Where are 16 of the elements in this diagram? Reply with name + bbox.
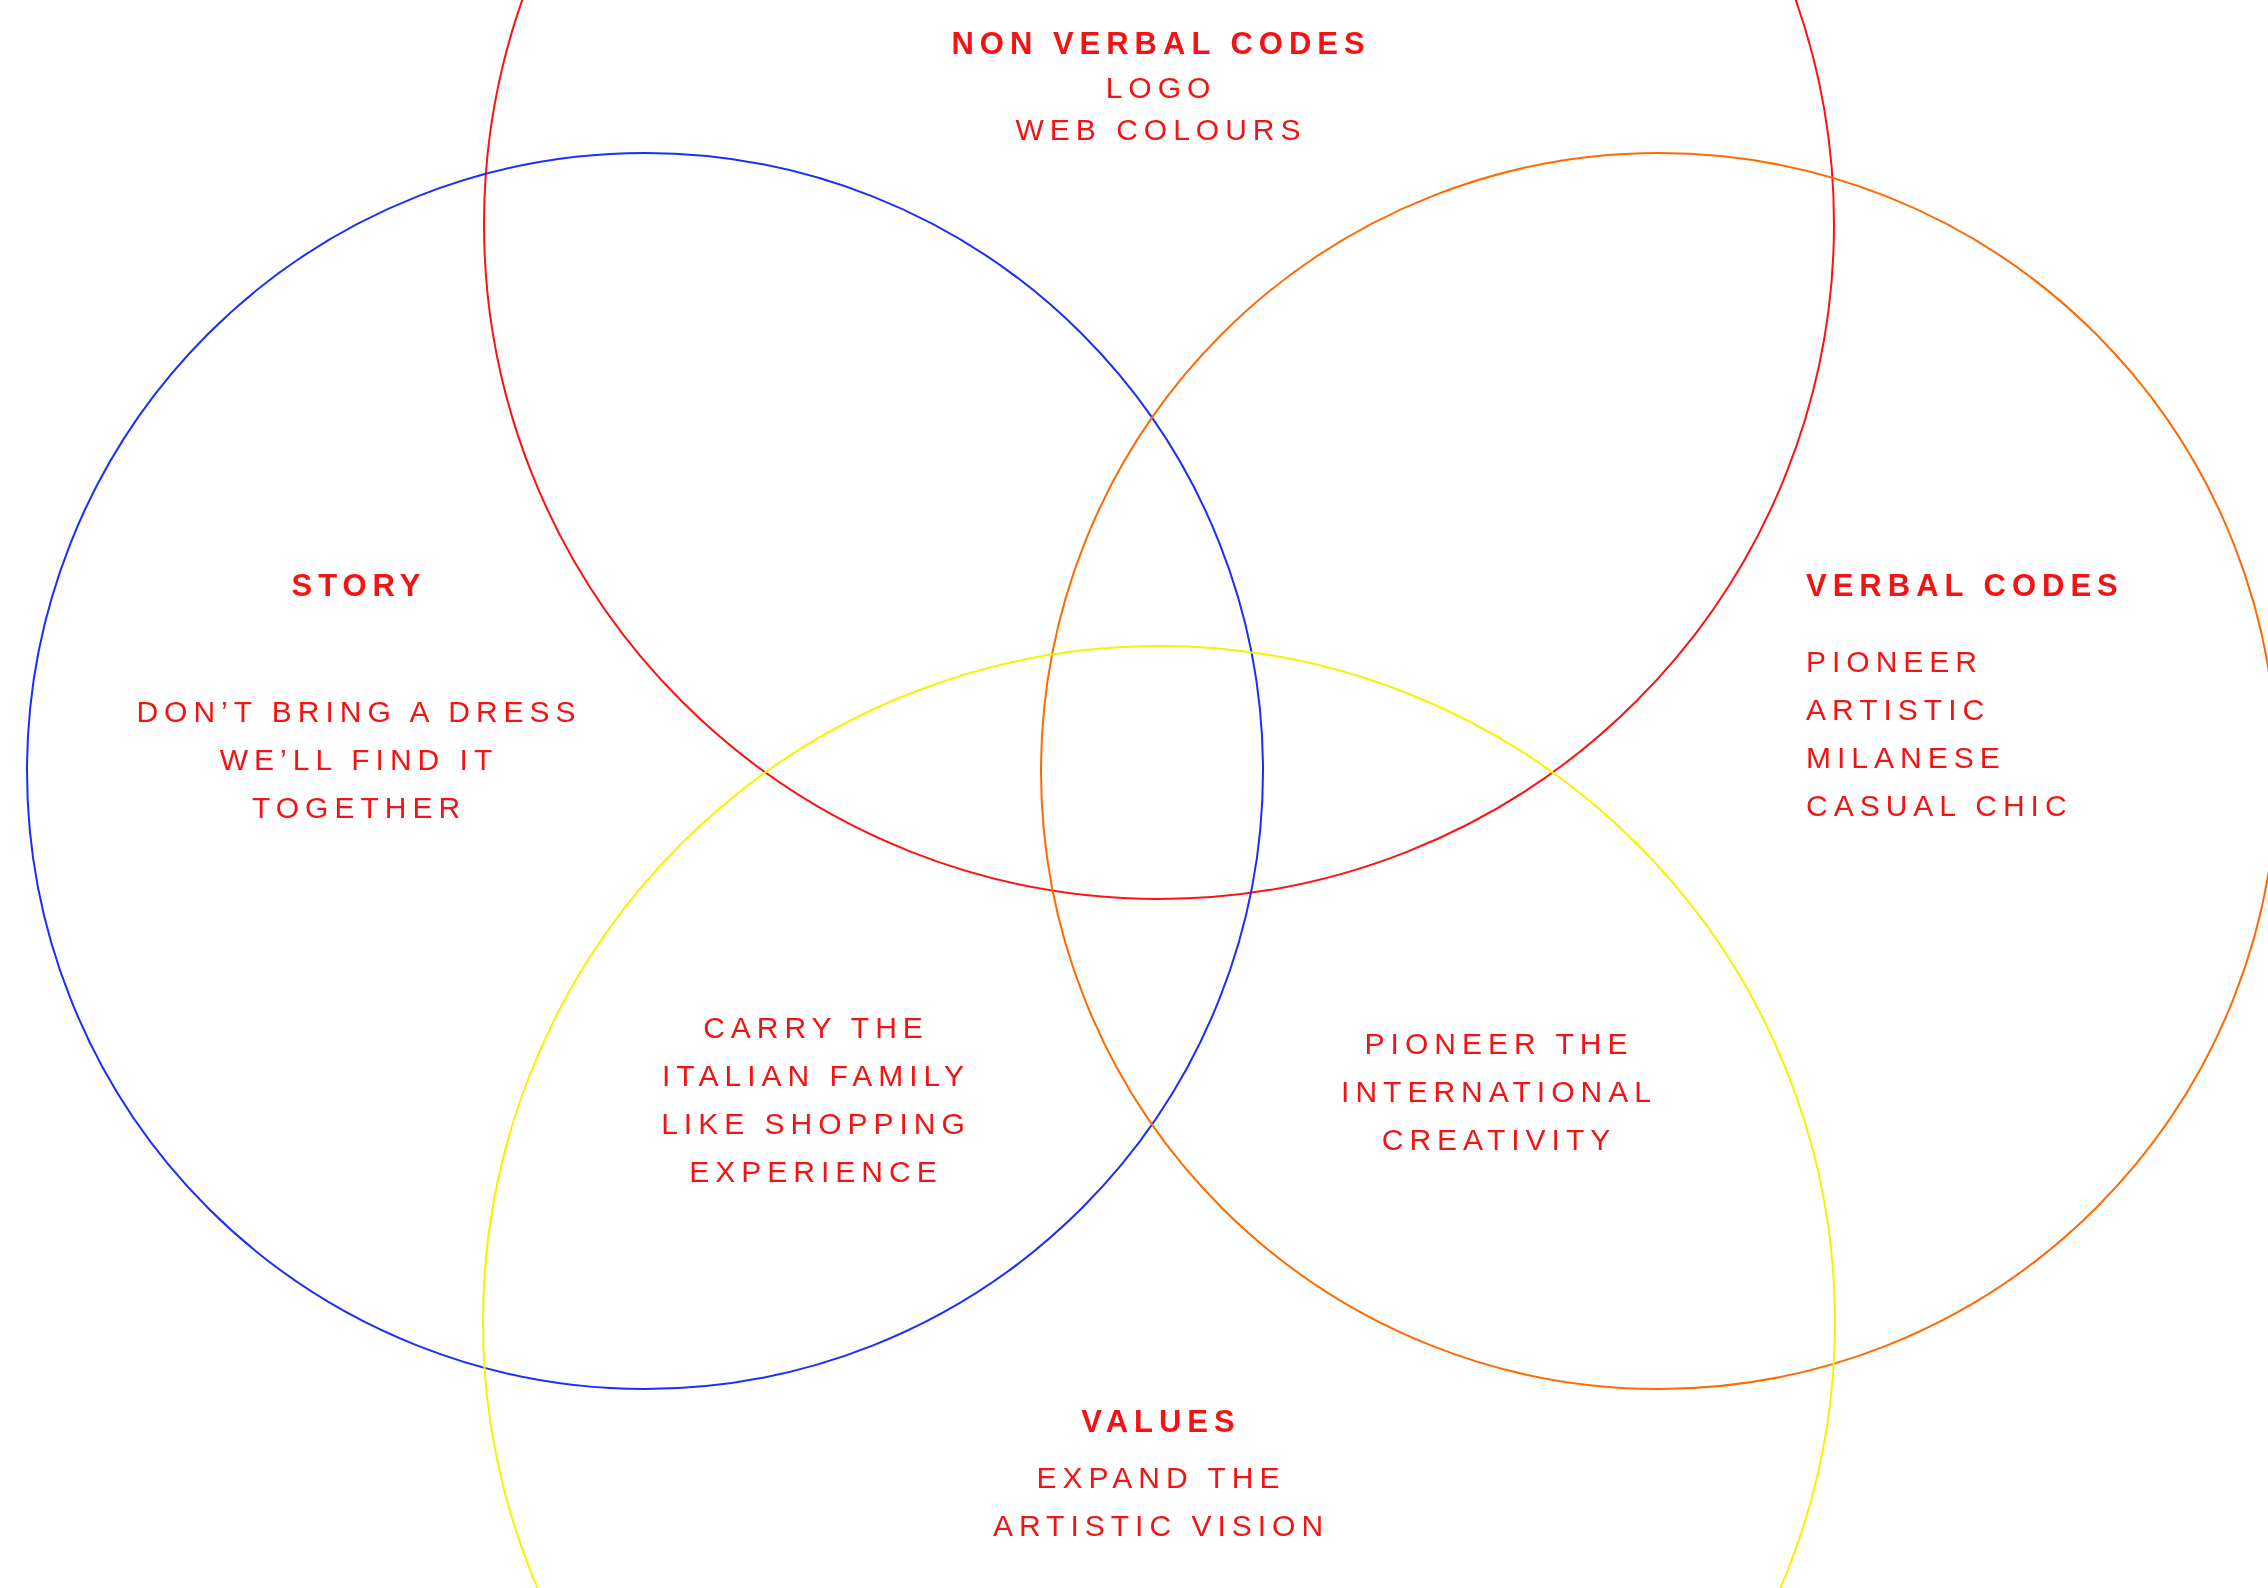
circle-text: WEB COLOURS [1014,112,1308,148]
circle-text: CASUAL CHIC [1806,788,2074,824]
circle-heading: VALUES [1080,1403,1242,1441]
circle-text: DON’T BRING A DRESS WE’LL FIND IT TOGETHER [135,694,583,826]
overlap-text: CARRY THE ITALIAN FAMILY LIKE SHOPPING EXPERIENCE [660,1010,972,1190]
venn-circle [1040,152,2268,1390]
circle-text: ARTISTIC [1806,692,1992,728]
circle-text: EXPAND THE ARTISTIC VISION [991,1460,1331,1544]
circle-text: LOGO [1104,70,1218,106]
venn-circle [26,152,1264,1390]
circle-heading: NON VERBAL CODES [950,26,1372,62]
circle-text: PIONEER [1806,644,1985,680]
circle-heading: STORY [290,567,428,605]
overlap-text: PIONEER THE INTERNATIONAL CREATIVITY [1340,1026,1658,1158]
circle-text: MILANESE [1806,740,2007,776]
circle-heading: VERBAL CODES [1806,567,2125,605]
